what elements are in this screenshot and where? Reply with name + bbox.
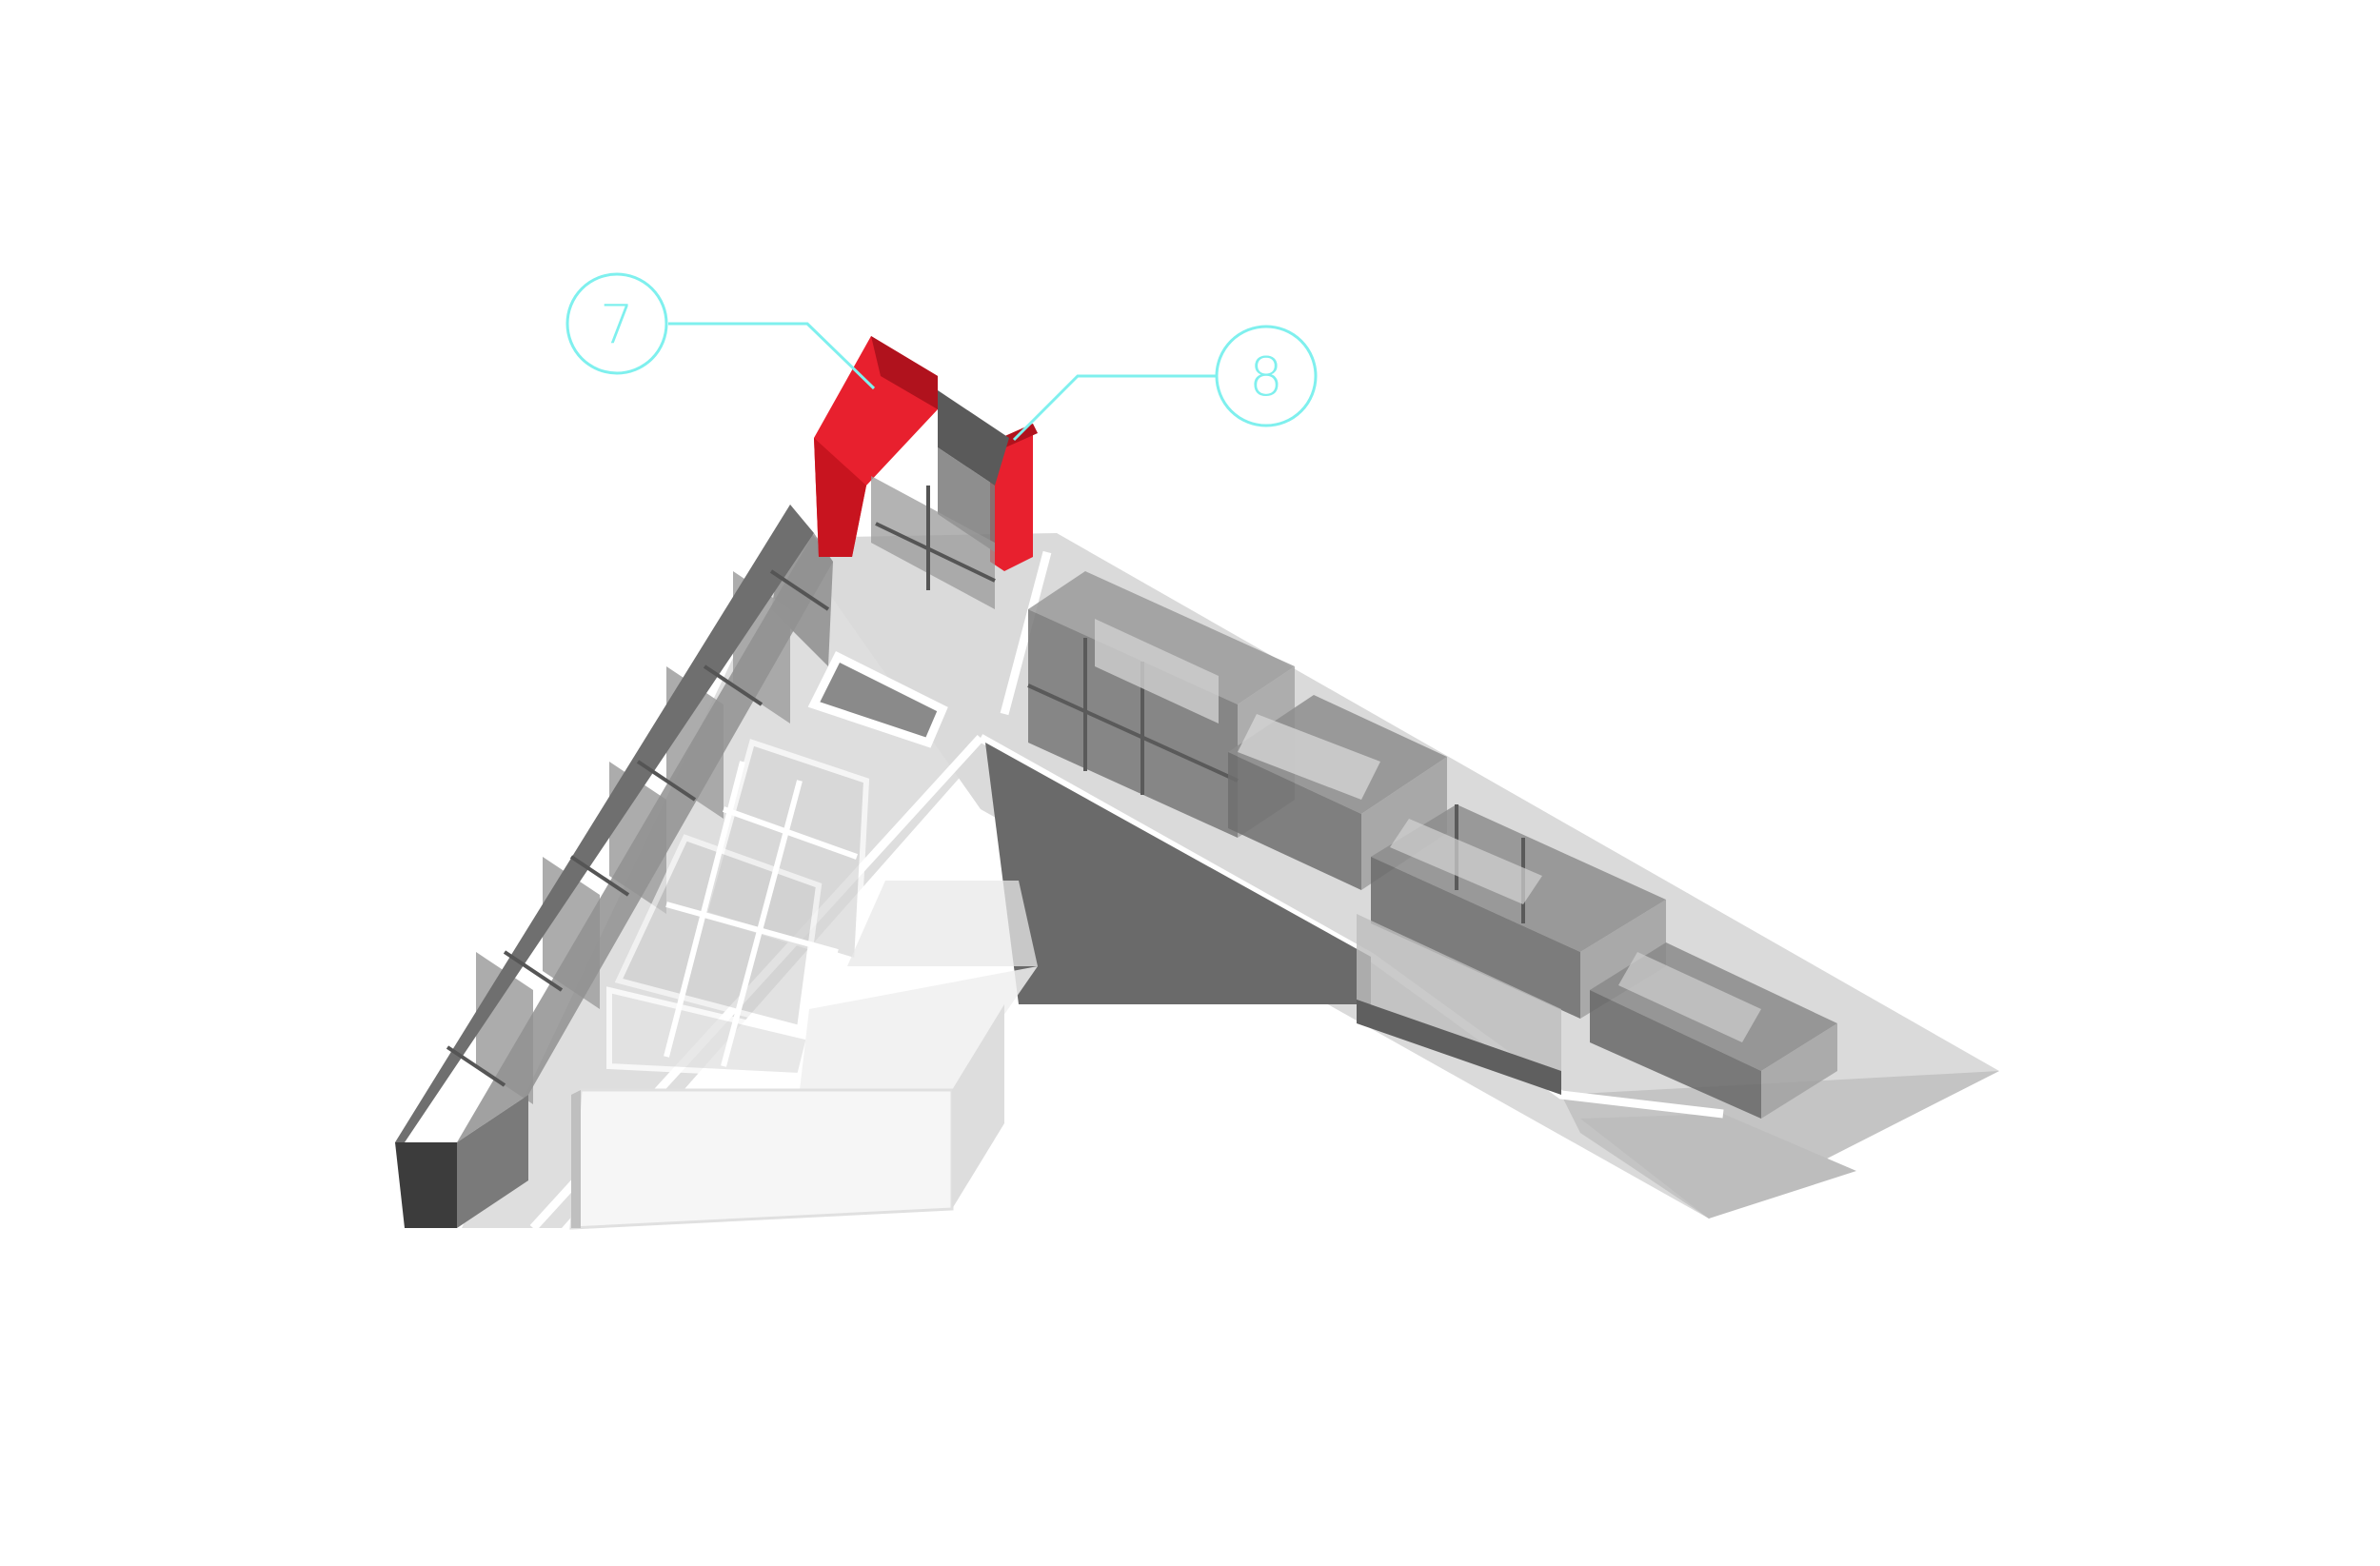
callout-7-circle — [565, 272, 668, 375]
callout-7-label: 7 — [600, 294, 634, 356]
highlighted-building-7 — [814, 336, 938, 557]
callout-8-circle — [1215, 325, 1318, 427]
courtyard — [985, 743, 1371, 1004]
callout-7: 7 — [565, 272, 876, 390]
callout-8-leader — [1012, 374, 1217, 442]
left-wing-blocks — [395, 505, 833, 1228]
left-wing-glass-blocks — [569, 739, 1038, 1230]
callout-8: 8 — [1012, 325, 1318, 442]
small-void — [807, 650, 948, 748]
callout-8-label: 8 — [1249, 347, 1283, 408]
right-wing-blocks — [1027, 571, 1837, 1119]
callout-7-leader — [668, 322, 876, 390]
central-dark-block — [871, 390, 1009, 609]
